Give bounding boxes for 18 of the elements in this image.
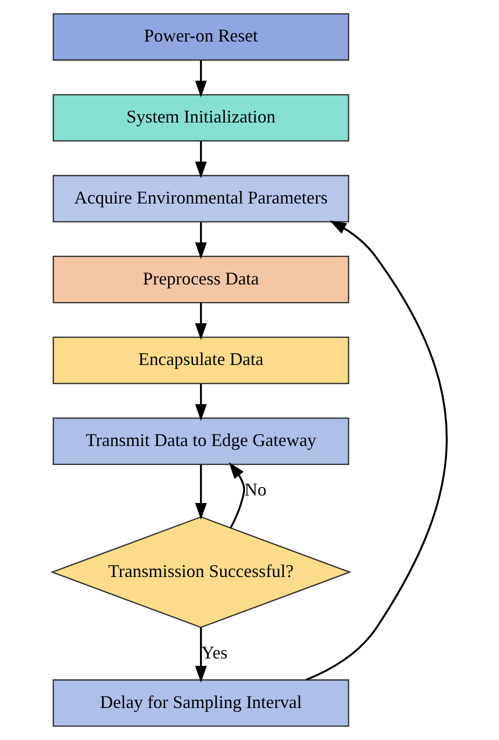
- node-box: System Initialization: [52, 94, 350, 142]
- arrow: [195, 464, 207, 520]
- arrow: [195, 222, 207, 260]
- node-box: Transmit Data to Edge Gateway: [52, 417, 350, 465]
- arrow: [195, 384, 207, 421]
- arrow: [195, 627, 207, 683]
- edge-label: No: [244, 479, 266, 500]
- arrow: [195, 141, 207, 178]
- arrow: [306, 220, 448, 681]
- node-box: Acquire Environmental Parameters: [52, 174, 350, 222]
- arrow: [195, 303, 207, 340]
- node-diamond: Transmission Successful?: [50, 516, 352, 628]
- arrow: [195, 60, 207, 98]
- node-box: Delay for Sampling Interval: [52, 679, 350, 727]
- node-box: Power-on Reset: [52, 13, 350, 61]
- arrow: [228, 462, 246, 528]
- node-box: Encapsulate Data: [52, 336, 350, 384]
- node-box: Preprocess Data: [52, 256, 350, 304]
